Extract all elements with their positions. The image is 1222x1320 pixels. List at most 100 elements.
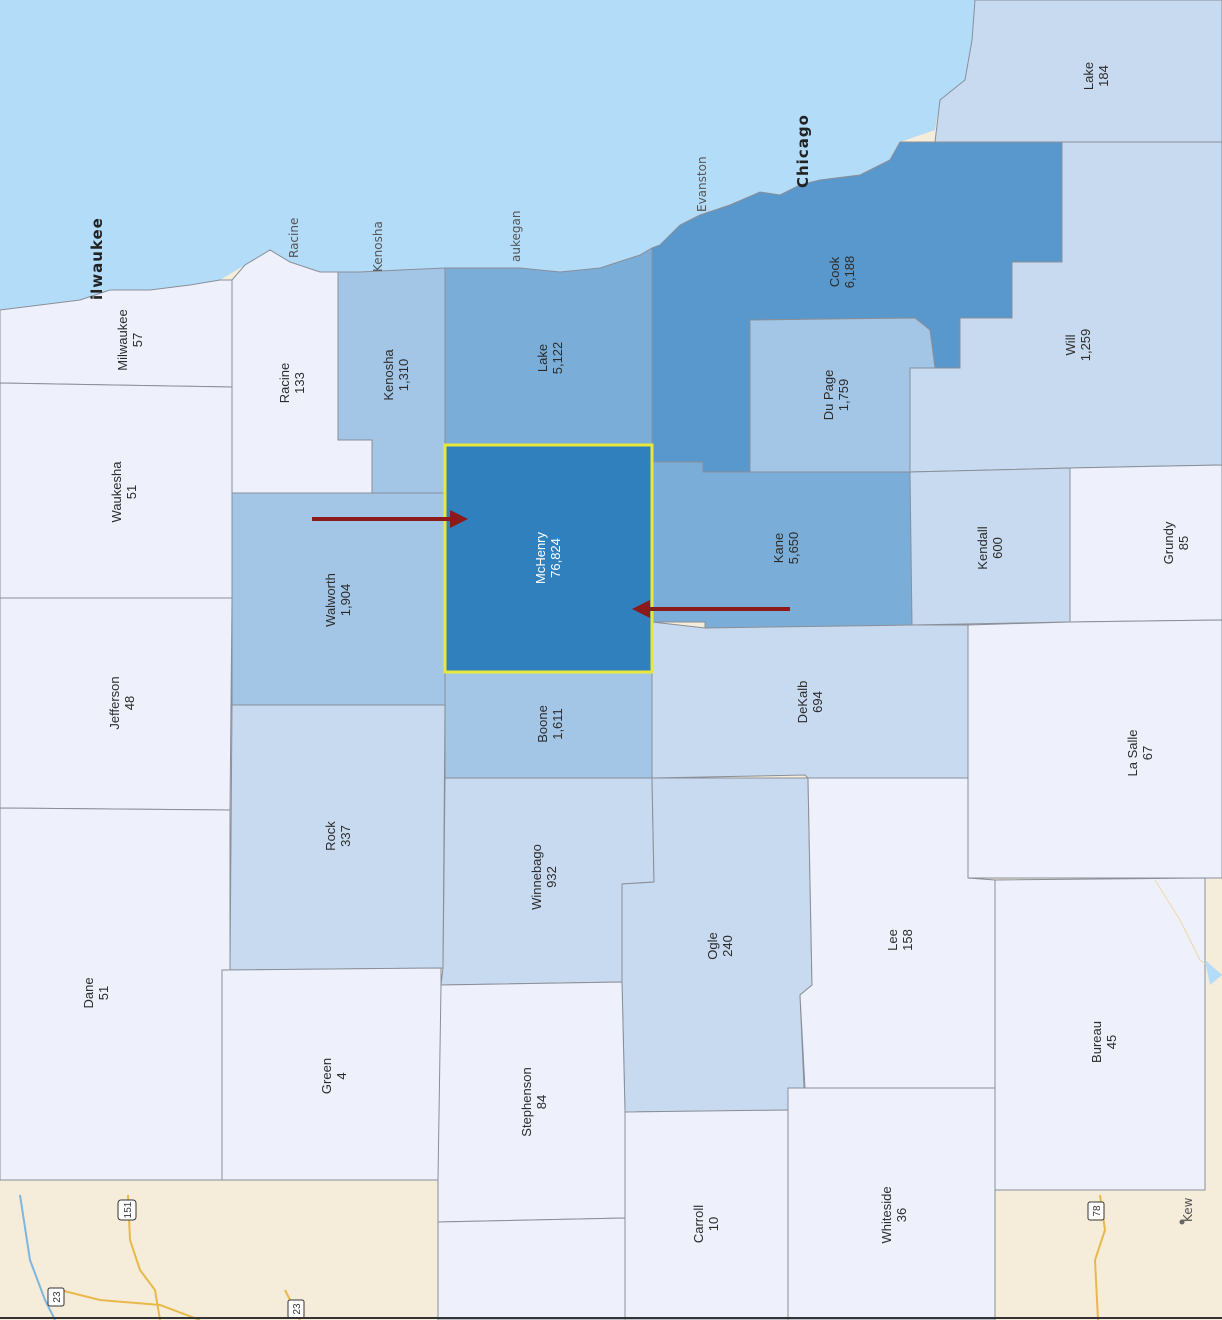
county-bureau[interactable] (994, 877, 1206, 1191)
svg-text:84: 84 (534, 1095, 549, 1109)
svg-text:5,650: 5,650 (786, 532, 801, 565)
svg-text:158: 158 (900, 929, 915, 951)
svg-text:Boone: Boone (535, 705, 550, 743)
svg-text:337: 337 (338, 825, 353, 847)
svg-text:600: 600 (990, 537, 1005, 559)
svg-text:Milwaukee: Milwaukee (115, 309, 130, 370)
svg-text:Waukesha: Waukesha (109, 461, 124, 523)
svg-text:23: 23 (292, 1303, 303, 1315)
city-chicago: Chicago (794, 114, 812, 188)
label-lee: Lee 158 (885, 929, 915, 951)
svg-text:48: 48 (122, 696, 137, 710)
svg-text:240: 240 (720, 935, 735, 957)
us-23-shield-b: 23 (287, 1299, 305, 1319)
arrow-left (632, 600, 790, 618)
label-winnebago: Winnebago 932 (529, 844, 559, 910)
county-labels: Milwaukee 57 Racine 133 Kenosha 1,310 La… (81, 62, 1191, 1244)
svg-text:1,759: 1,759 (836, 379, 851, 412)
svg-text:Jefferson: Jefferson (107, 676, 122, 729)
svg-text:Racine: Racine (277, 363, 292, 403)
svg-text:23: 23 (52, 1291, 63, 1303)
city-labels: ilwaukee Racine Kenosha aukegan Evanston… (88, 114, 1195, 1225)
svg-text:51: 51 (96, 986, 111, 1000)
svg-text:Du Page: Du Page (821, 370, 836, 421)
svg-text:Stephenson: Stephenson (519, 1067, 534, 1136)
county-carroll[interactable] (624, 1109, 789, 1320)
svg-text:Green: Green (319, 1058, 334, 1094)
arrow-right (312, 510, 468, 528)
roads (19, 879, 1222, 1320)
city-racine: Racine (287, 218, 301, 258)
svg-text:Bureau: Bureau (1089, 1021, 1104, 1063)
label-green: Green 4 (319, 1058, 349, 1094)
county-dane[interactable] (0, 807, 231, 1181)
label-walworth: Walworth 1,904 (323, 573, 353, 627)
svg-text:78: 78 (1092, 1205, 1103, 1217)
svg-text:Winnebago: Winnebago (529, 844, 544, 910)
county-lake-in[interactable] (934, 0, 1222, 143)
city-waukegan: aukegan (509, 211, 523, 262)
svg-text:Whiteside: Whiteside (879, 1186, 894, 1243)
svg-text:36: 36 (894, 1208, 909, 1222)
city-kewanee: Kew (1181, 1197, 1195, 1222)
label-dekalb: DeKalb 694 (795, 681, 825, 724)
label-lasalle: La Salle 67 (1125, 730, 1155, 777)
label-lake-in: Lake 184 (1081, 62, 1111, 90)
label-lake-il: Lake 5,122 (535, 342, 565, 375)
svg-text:45: 45 (1104, 1035, 1119, 1049)
label-mchenry: McHenry 76,824 (533, 532, 563, 585)
svg-text:1,259: 1,259 (1078, 329, 1093, 362)
label-dane: Dane 51 (81, 977, 111, 1008)
label-rock: Rock 337 (323, 821, 353, 851)
svg-text:1,904: 1,904 (338, 584, 353, 617)
us-23-shield-a: 23 (47, 1287, 65, 1307)
label-will: Will 1,259 (1063, 329, 1093, 362)
svg-text:Lake: Lake (535, 344, 550, 372)
svg-text:694: 694 (810, 691, 825, 713)
svg-text:Walworth: Walworth (323, 573, 338, 627)
annotation-arrows (312, 510, 790, 618)
label-kenosha: Kenosha 1,310 (381, 349, 411, 401)
mchenry-highlight-border (443, 443, 654, 674)
svg-text:Grundy: Grundy (1161, 521, 1176, 564)
svg-text:Lake: Lake (1081, 62, 1096, 90)
county-lasalle[interactable] (967, 619, 1222, 879)
label-boone: Boone 1,611 (535, 705, 565, 743)
label-whiteside: Whiteside 36 (879, 1186, 909, 1243)
label-dupage: Du Page 1,759 (821, 370, 851, 421)
label-cook: Cook 6,188 (827, 256, 857, 289)
city-milwaukee: ilwaukee (88, 217, 106, 300)
svg-text:Lee: Lee (885, 929, 900, 951)
lake-michigan (0, 0, 975, 310)
county-grundy[interactable] (1069, 464, 1222, 623)
label-ogle: Ogle 240 (705, 932, 735, 959)
label-milwaukee: Milwaukee 57 (115, 309, 145, 370)
label-bureau: Bureau 45 (1089, 1021, 1119, 1063)
svg-text:Carroll: Carroll (691, 1205, 706, 1243)
county-partial-bottom (437, 1217, 626, 1320)
svg-text:Dane: Dane (81, 977, 96, 1008)
svg-text:932: 932 (544, 866, 559, 888)
svg-text:6,188: 6,188 (842, 256, 857, 289)
svg-text:10: 10 (706, 1217, 721, 1231)
svg-text:Kenosha: Kenosha (381, 349, 396, 401)
svg-text:85: 85 (1176, 536, 1191, 550)
city-evanston: Evanston (695, 156, 709, 212)
label-grundy: Grundy 85 (1161, 521, 1191, 564)
svg-text:Kendall: Kendall (975, 526, 990, 569)
svg-text:Cook: Cook (827, 256, 842, 287)
label-carroll: Carroll 10 (691, 1205, 721, 1243)
svg-text:Kane: Kane (771, 533, 786, 563)
svg-text:Rock: Rock (323, 821, 338, 851)
svg-text:Ogle: Ogle (705, 932, 720, 959)
county-will[interactable] (909, 141, 1222, 473)
svg-text:76,824: 76,824 (548, 538, 563, 578)
svg-text:133: 133 (292, 372, 307, 394)
county-whiteside[interactable] (787, 1087, 996, 1320)
svg-text:5,122: 5,122 (550, 342, 565, 375)
label-waukesha: Waukesha 51 (109, 461, 139, 523)
city-kenosha: Kenosha (371, 221, 385, 272)
svg-text:184: 184 (1096, 65, 1111, 87)
label-kendall: Kendall 600 (975, 526, 1005, 569)
